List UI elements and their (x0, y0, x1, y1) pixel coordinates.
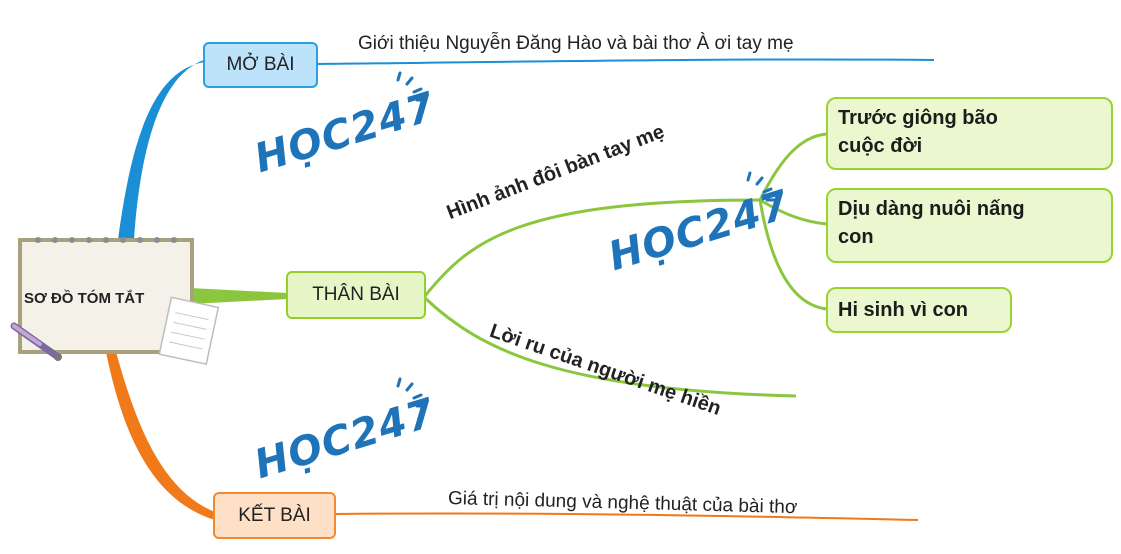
connector-lullaby (423, 296, 797, 398)
conclusion-node-label: KẾT BÀI (238, 504, 311, 526)
intro-node-label: MỞ BÀI (226, 54, 295, 75)
intro-branch-text: Giới thiệu Nguyễn Đăng Hào và bài thơ À … (358, 33, 794, 54)
root-node-label: SƠ ĐỒ TÓM TẮT (24, 290, 145, 307)
leaf-node[interactable]: Trước giông bão cuộc đời (826, 97, 1113, 170)
leaf-node[interactable]: Dịu dàng nuôi nấng con (826, 188, 1113, 263)
watermark-flourish (396, 71, 777, 408)
leaf-node-line: Hi sinh vì con (838, 299, 969, 321)
pen-icon (10, 322, 62, 361)
conclusion-node[interactable]: KẾT BÀI (213, 492, 336, 539)
leaf-node-line: cuộc đời (838, 135, 923, 157)
notepad-icon (18, 237, 220, 366)
body-node-label: THÂN BÀI (312, 284, 400, 305)
underline-conclusion (335, 512, 919, 521)
connector-leaf-2 (759, 198, 828, 226)
leaf-node-line: con (838, 226, 874, 248)
intro-node[interactable]: MỞ BÀI (203, 42, 318, 88)
underline-intro (317, 58, 935, 65)
leaf-node[interactable]: Hi sinh vì con (826, 287, 1012, 333)
leaf-node-line: Dịu dàng nuôi nấng (838, 198, 1025, 220)
connector-intro (118, 58, 210, 240)
connector-leaf-1 (758, 132, 828, 201)
body-node[interactable]: THÂN BÀI (286, 271, 426, 319)
connector-hands (423, 198, 761, 297)
leaf-node-line: Trước giông bão (838, 107, 998, 129)
connector-leaf-3 (758, 199, 828, 311)
connector-body (190, 288, 288, 304)
connector-conclusion (106, 352, 215, 520)
